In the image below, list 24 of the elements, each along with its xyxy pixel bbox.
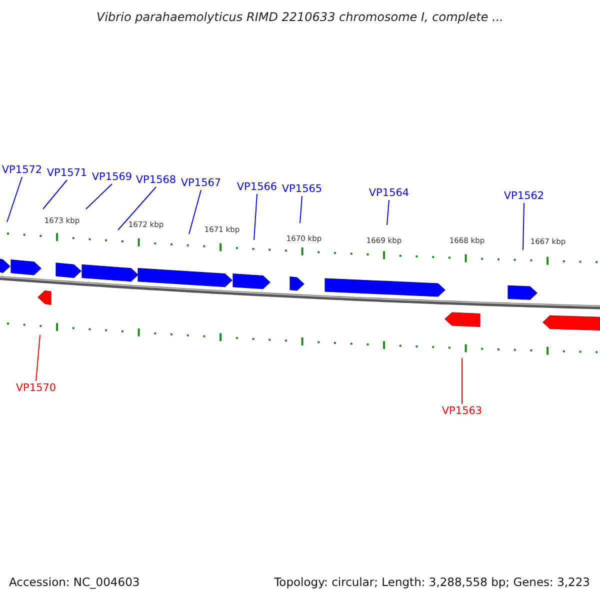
leader-line [188, 190, 202, 234]
footer-text: Accession: NC_004603 [9, 575, 140, 589]
leader-line [118, 186, 156, 230]
leader-line [300, 196, 302, 224]
leader-line [254, 194, 258, 240]
gene-label: VP1563 [442, 404, 482, 418]
leader-line [42, 180, 68, 210]
leader-line [6, 176, 22, 222]
gene-label: VP1570 [16, 381, 56, 395]
gene-label: VP1569 [92, 170, 132, 184]
gene-label: VP1571 [46, 166, 88, 180]
gene-label: VP1572 [2, 163, 42, 177]
gene-label: VP1568 [136, 173, 176, 187]
leader-line [522, 202, 524, 250]
footer-text: Topology: circular; Length: 3,288,558 bp; Genes: 3,223 [274, 575, 590, 589]
gene-label: VP1567 [180, 176, 222, 190]
leader-line [386, 200, 390, 226]
leader-line [86, 184, 112, 210]
gene-label: VP1565 [282, 182, 322, 196]
gene-label: VP1562 [504, 189, 544, 203]
gene-label: VP1564 [368, 186, 410, 200]
gene-label: VP1566 [236, 180, 278, 194]
map-title: Vibrio parahaemolyticus RIMD 2210633 chromosome I, complete ... [96, 10, 504, 24]
leader-line [36, 334, 40, 382]
